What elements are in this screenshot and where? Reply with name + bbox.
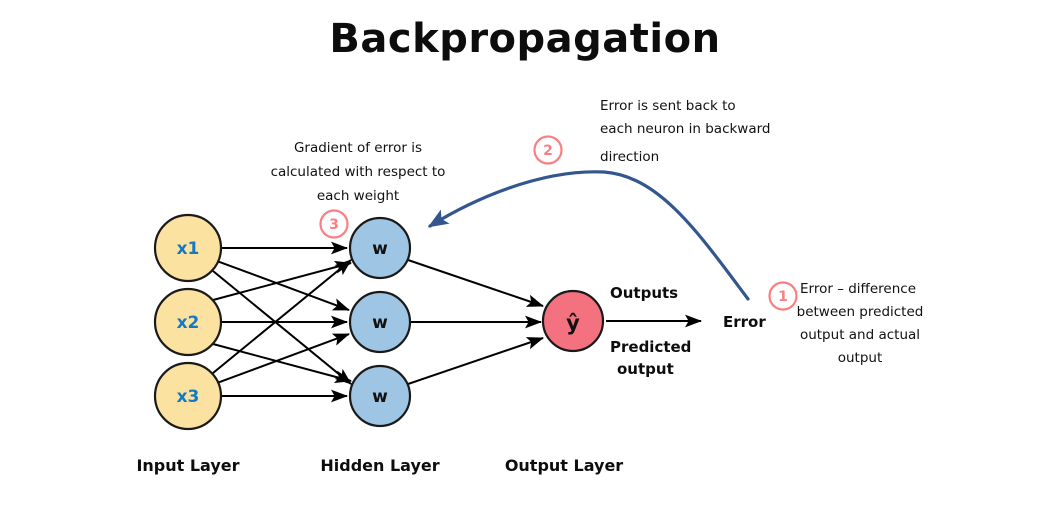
badge-2-number: 2 (543, 143, 553, 159)
input-node-x2-label: x2 (177, 313, 200, 333)
edge-x2-w3 (212, 343, 352, 384)
hidden-node-w1-label: w (372, 239, 388, 259)
edge-x3-w2 (216, 333, 350, 384)
hidden-layer-group: w w w (348, 216, 412, 428)
annotation-1-line-1: Error – difference (800, 281, 916, 297)
input-node-x2[interactable]: x2 (153, 287, 223, 357)
hidden-node-w3-label: w (372, 387, 388, 407)
edge-w3-yhat (407, 337, 544, 385)
input-node-x1[interactable]: x1 (153, 213, 223, 283)
backward-error-curve (427, 170, 750, 301)
input-node-x1-label: x1 (177, 239, 200, 259)
annotation-1-line-3: output and actual (800, 327, 920, 343)
input-node-x3[interactable]: x3 (153, 361, 223, 431)
edge-x1-w3 (212, 270, 352, 385)
annotation-2-badge: 2 (533, 135, 563, 165)
annotation-1-line-2: between predicted (797, 304, 924, 320)
output-node-yhat[interactable]: ŷ (541, 289, 605, 353)
badge-2-ring (533, 135, 563, 165)
input-node-x3-label: x3 (177, 387, 200, 407)
annotation-1-badge: 1 (768, 281, 798, 311)
error-node-label: Error (723, 313, 766, 331)
output-node-yhat-label: ŷ (566, 311, 580, 335)
input-node-x3-circle[interactable] (153, 361, 223, 431)
edges-hidden-output (407, 259, 544, 385)
annotation-2-group: 2 Error is sent back to each neuron in b… (533, 98, 771, 165)
annotation-3-line-1: Gradient of error is (294, 140, 422, 156)
annotation-2-line-1: Error is sent back to (600, 98, 736, 114)
input-node-x1-circle[interactable] (153, 213, 223, 283)
page-title: Backpropagation (329, 16, 720, 62)
output-layer-caption: Output Layer (505, 456, 623, 475)
hidden-node-w1[interactable]: w (348, 216, 412, 280)
output-node-yhat-circle[interactable] (541, 289, 605, 353)
hidden-node-w2-circle[interactable] (348, 290, 412, 354)
hidden-node-w3[interactable]: w (348, 364, 412, 428)
edge-x1-w2 (216, 260, 350, 311)
annotation-2-line-3: direction (600, 149, 659, 165)
annotation-1-line-4: output (838, 350, 883, 366)
annotation-2-line-2: each neuron in backward (600, 121, 771, 137)
predicted-output-label-line2: output (617, 360, 674, 378)
outputs-label: Outputs (610, 284, 678, 302)
badge-3-number: 3 (329, 217, 339, 233)
hidden-node-w1-circle[interactable] (348, 216, 412, 280)
hidden-node-w2[interactable]: w (348, 290, 412, 354)
edge-x2-w1 (212, 260, 352, 301)
annotation-3-line-3: each weight (317, 188, 399, 204)
badge-3-ring (319, 209, 349, 239)
edges-input-hidden (212, 241, 352, 403)
edge-w1-yhat (407, 259, 544, 307)
hidden-node-w2-label: w (372, 313, 388, 333)
predicted-output-label-line1: Predicted (610, 338, 691, 356)
edge-x3-w1 (212, 259, 352, 374)
annotation-3-group: Gradient of error is calculated with res… (271, 140, 446, 239)
input-layer-group: x1 x2 x3 (153, 213, 223, 431)
badge-1-number: 1 (778, 289, 788, 305)
annotation-1-group: 1 Error – difference between predicted o… (768, 281, 924, 366)
annotation-3-badge: 3 (319, 209, 349, 239)
input-layer-caption: Input Layer (136, 456, 239, 475)
badge-1-ring (768, 281, 798, 311)
input-node-x2-circle[interactable] (153, 287, 223, 357)
annotation-3-line-2: calculated with respect to (271, 164, 446, 180)
hidden-layer-caption: Hidden Layer (320, 456, 439, 475)
hidden-node-w3-circle[interactable] (348, 364, 412, 428)
